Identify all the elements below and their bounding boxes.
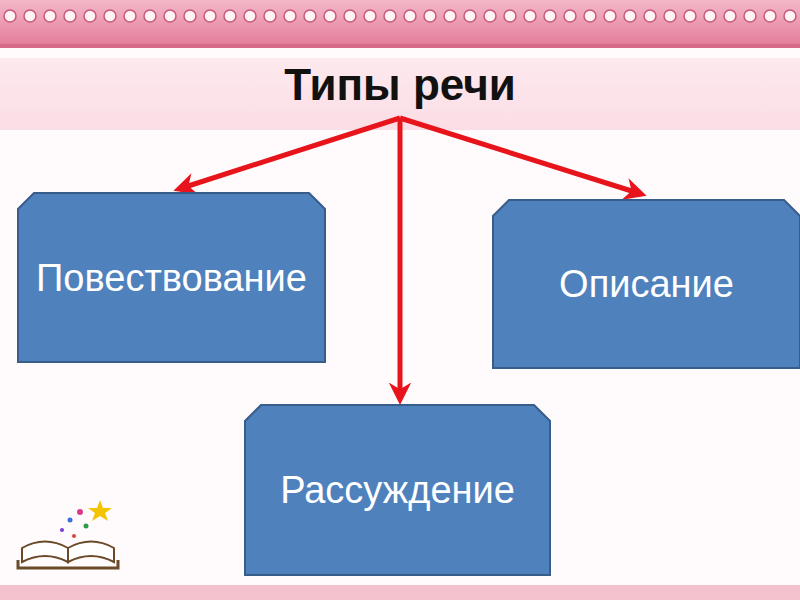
binder-ring	[684, 10, 696, 22]
binder-ring	[784, 10, 796, 22]
binder-ring	[504, 10, 516, 22]
binder-ring	[564, 10, 576, 22]
binder-ring	[764, 10, 776, 22]
binder-ring	[364, 10, 376, 22]
box-label: Описание	[559, 261, 734, 307]
binder-ring	[104, 10, 116, 22]
binder-ring	[324, 10, 336, 22]
binder-ring	[744, 10, 756, 22]
binder-ring	[624, 10, 636, 22]
binder-ring	[164, 10, 176, 22]
binder-ring	[444, 10, 456, 22]
binder-ring	[244, 10, 256, 22]
box-text-holder: Рассуждение	[245, 405, 550, 575]
box-label: Рассуждение	[280, 467, 515, 513]
binder-ring	[704, 10, 716, 22]
binder-ring	[24, 10, 36, 22]
binder-ring	[184, 10, 196, 22]
binder-ring	[484, 10, 496, 22]
binder-ring	[384, 10, 396, 22]
bottom-band	[0, 585, 800, 600]
box-text-holder: Повествование	[18, 193, 325, 362]
binder-ring	[124, 10, 136, 22]
box-label: Повествование	[36, 255, 307, 301]
binder-ring	[204, 10, 216, 22]
binder-rings	[4, 10, 796, 22]
binder-ring	[584, 10, 596, 22]
diagram-title: Типы речи	[0, 55, 800, 115]
box-text-holder: Описание	[493, 200, 800, 368]
binder-ring	[4, 10, 16, 22]
binder-ring	[144, 10, 156, 22]
type-box: Повествование	[18, 193, 325, 362]
binder-ring	[224, 10, 236, 22]
binder-ring	[424, 10, 436, 22]
binder-ring	[464, 10, 476, 22]
binder-ring	[44, 10, 56, 22]
book-icon	[18, 500, 118, 568]
binder-ring	[344, 10, 356, 22]
binder-ring	[524, 10, 536, 22]
binder-ring	[644, 10, 656, 22]
binder-ring	[604, 10, 616, 22]
binder-ring	[84, 10, 96, 22]
binder-ring	[664, 10, 676, 22]
top-band	[0, 0, 800, 44]
binder-ring	[724, 10, 736, 22]
binder-ring	[264, 10, 276, 22]
type-box: Описание	[493, 200, 800, 368]
binder-ring	[64, 10, 76, 22]
binder-ring	[404, 10, 416, 22]
binder-ring	[544, 10, 556, 22]
binder-ring	[304, 10, 316, 22]
binder-ring	[284, 10, 296, 22]
type-box: Рассуждение	[245, 405, 550, 575]
